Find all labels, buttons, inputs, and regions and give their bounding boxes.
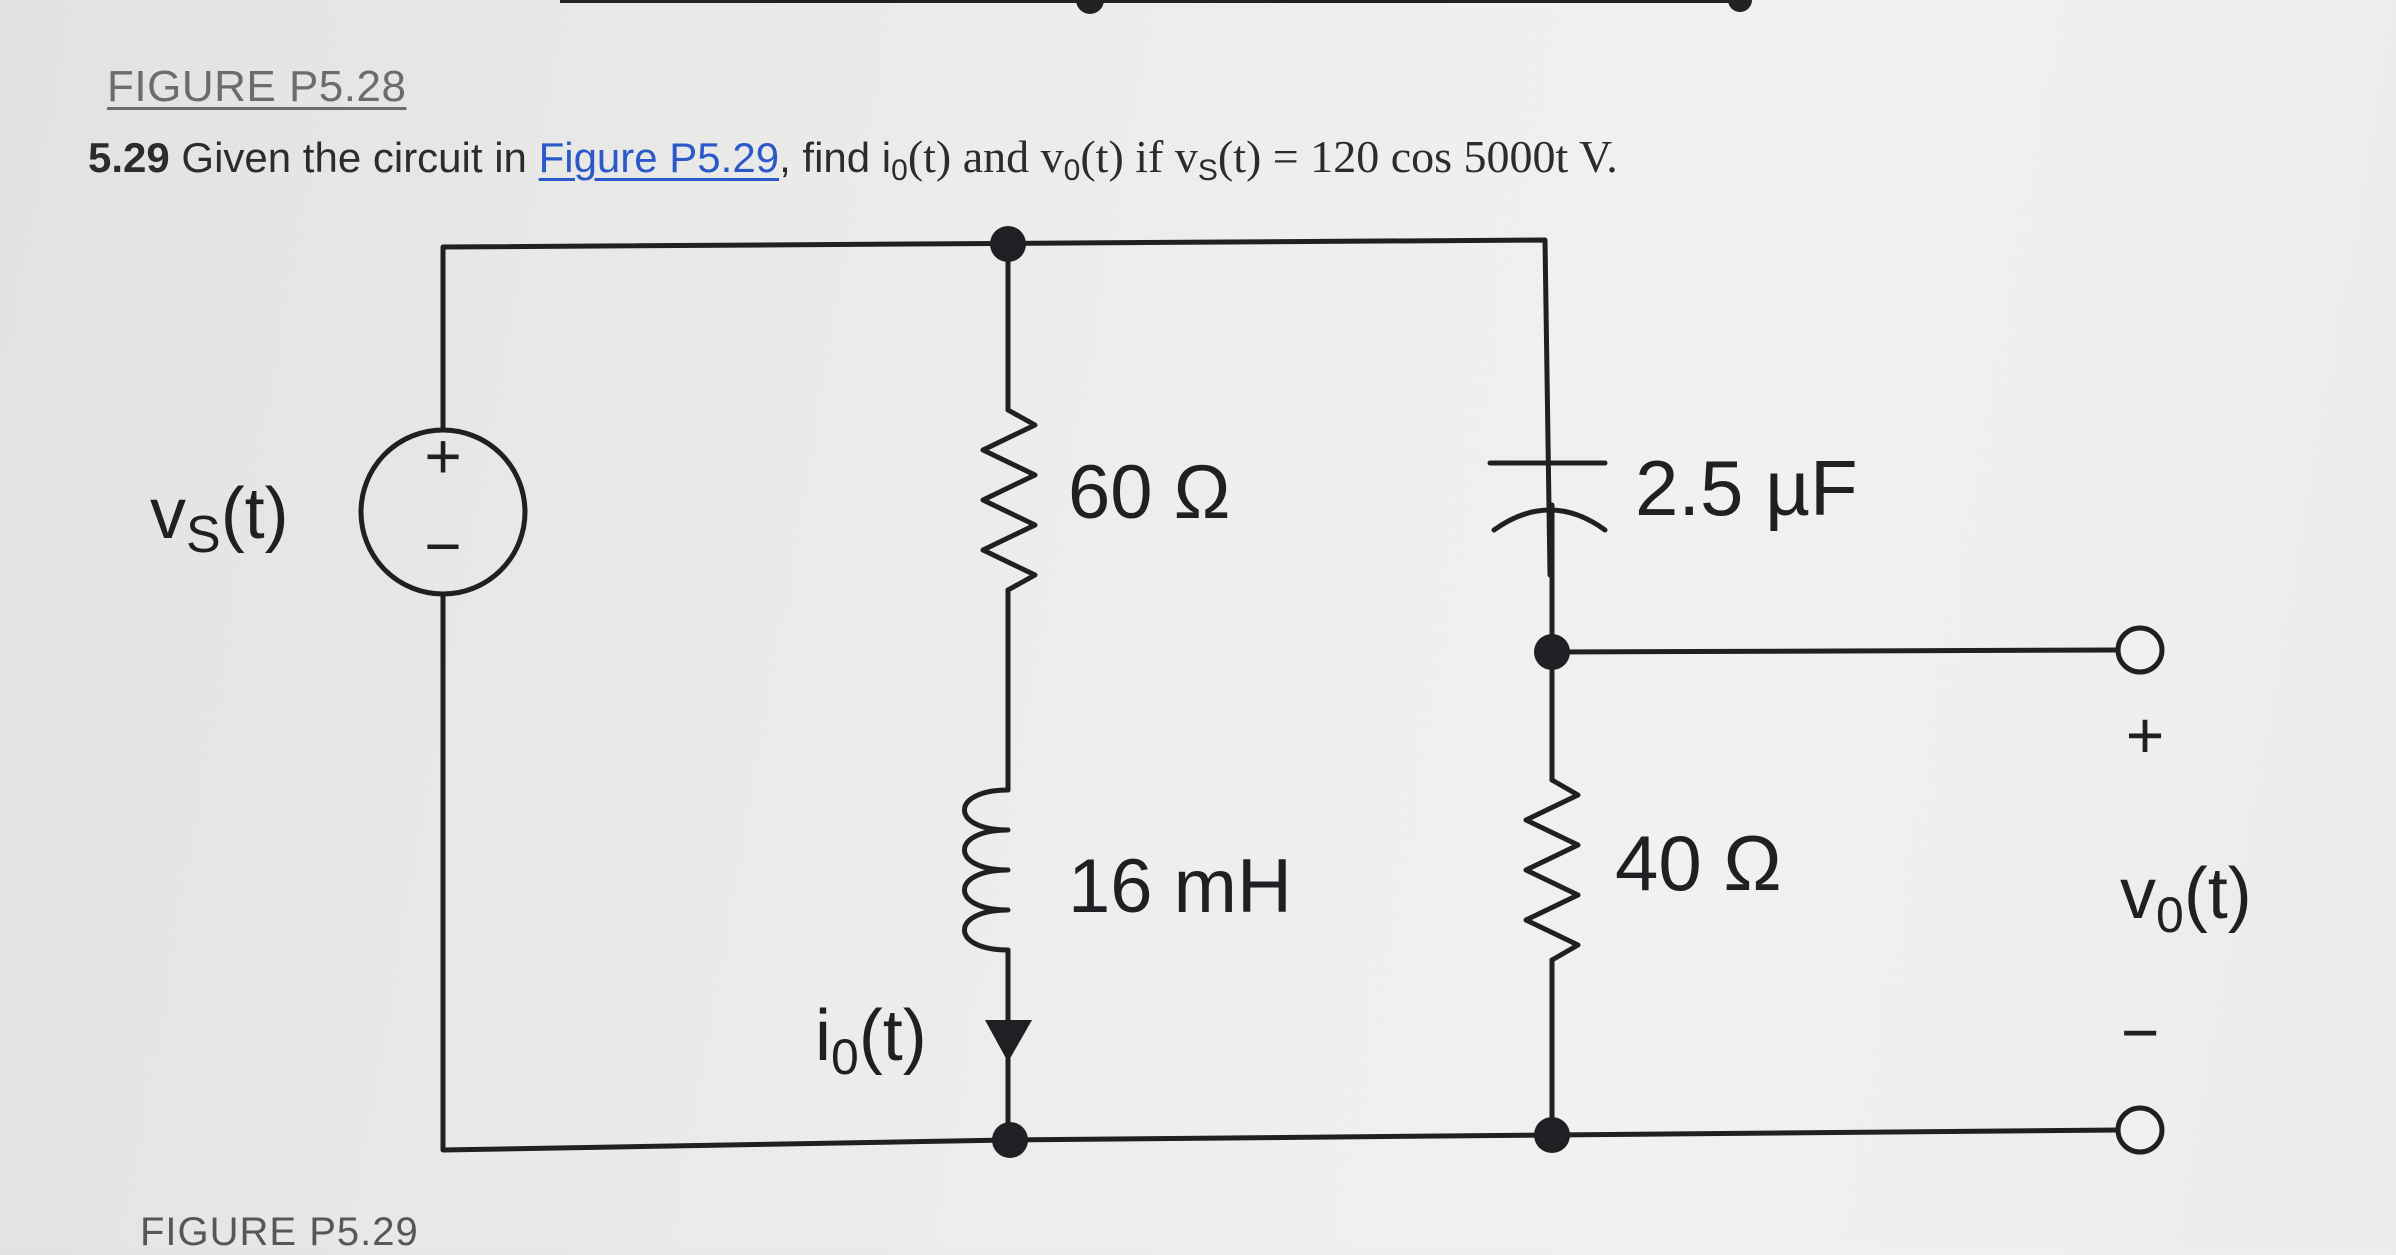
junction-right-mid [1534,634,1570,670]
figure-link[interactable]: Figure P5.29 [538,134,780,181]
source-plus-sign: + [424,420,461,492]
vo-subscript: 0 [1063,154,1081,187]
junction-bottom-middle [992,1122,1028,1158]
wire-top [440,237,1553,578]
vs-subscript: S [1197,154,1218,187]
resistor-40-ohm [1523,777,1581,963]
output-terminal-bottom [2115,1105,2165,1155]
top-decoration [560,0,1752,14]
problem-text-intro: Given the circuit in [181,134,527,181]
io-subscript: 0 [891,154,908,187]
problem-text-find: , find i [779,134,892,181]
output-plus-sign: + [2126,698,2165,772]
resistor-60-ohm [980,407,1038,593]
output-voltage-label: v0(t) [2120,854,2252,943]
current-arrow-icon [985,1020,1032,1062]
problem-statement: 5.29 Given the circuit in Figure P5.29, … [88,130,1618,188]
wire-output-top [1549,647,2123,655]
wire-left-bottom [440,591,1011,1153]
output-minus-sign: − [2121,995,2160,1069]
source-minus-sign: − [424,510,461,582]
junction-top-middle [990,226,1026,262]
current-label: i0(t) [815,996,927,1085]
problem-number: 5.29 [88,134,170,181]
resistor-60-label: 60 Ω [1068,450,1230,535]
problem-math-io: (t) and v [907,131,1064,182]
output-terminal-top [2115,625,2165,675]
figure-caption-p529: FIGURE P5.29 [140,1210,419,1254]
junction-bottom-right [1534,1117,1570,1153]
capacitor-label: 2.5 µF [1635,444,1858,532]
resistor-40-label: 40 Ω [1615,819,1782,907]
problem-math-vs: (t) = 120 cos 5000t V. [1217,131,1618,182]
voltage-source [358,427,528,597]
inductor-label: 16 mH [1068,844,1292,929]
problem-math-vo: (t) if v [1080,131,1198,182]
inductor-16mh [962,787,1011,953]
source-label: vS(t) [150,474,289,564]
figure-caption-p528: FIGURE P5.28 [107,62,407,111]
